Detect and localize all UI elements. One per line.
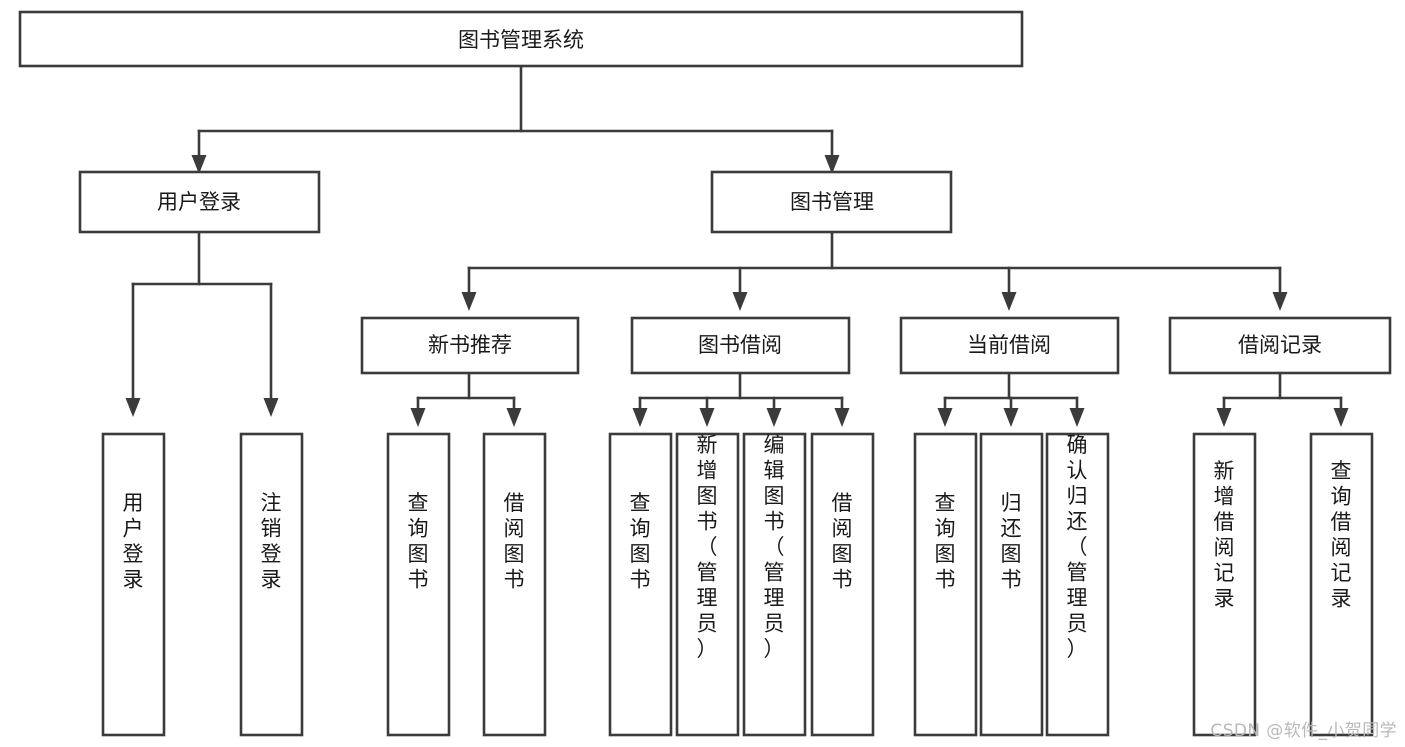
connector-borrowrecord-to-leaves [1216, 371, 1349, 427]
leaf-bookborrow-add-label: 新增图书（管理员） [697, 433, 718, 661]
leaf-currentborrow-return[interactable]: 归还图书 [979, 432, 1044, 737]
connector-userlogin-to-leaves [125, 230, 279, 417]
leaf-borrowrecord-add-label: 新增借阅记录 [1214, 459, 1235, 611]
leaf-currentborrow-query-label: 查询图书 [935, 491, 956, 592]
leaf-currentborrow-confirm[interactable]: 确认归还（管理员） [1045, 432, 1110, 737]
connector-bookmgmt-to-level3 [461, 230, 1288, 311]
leaf-newbook-borrow[interactable]: 借阅图书 [482, 432, 547, 737]
leaf-newbook-borrow-label: 借阅图书 [504, 491, 525, 592]
leaf-bookborrow-borrow[interactable]: 借阅图书 [810, 432, 875, 737]
node-user-login[interactable]: 用户登录 [78, 170, 321, 234]
leaf-bookborrow-edit-label: 编辑图书（管理员） [764, 433, 785, 661]
leaf-bookborrow-edit[interactable]: 编辑图书（管理员） [742, 432, 807, 737]
leaf-bookborrow-query-label: 查询图书 [630, 491, 651, 592]
node-new-book-recommend[interactable]: 新书推荐 [360, 316, 580, 375]
leaf-currentborrow-return-label: 归还图书 [1001, 491, 1022, 592]
leaf-user-login-logout-label: 注销登录 [261, 491, 282, 592]
leaf-newbook-query[interactable]: 查询图书 [386, 432, 451, 737]
node-book-management[interactable]: 图书管理 [710, 170, 953, 234]
leaf-borrowrecord-add[interactable]: 新增借阅记录 [1192, 432, 1257, 737]
leaf-bookborrow-query[interactable]: 查询图书 [608, 432, 673, 737]
leaf-borrowrecord-query-label: 查询借阅记录 [1331, 459, 1352, 611]
node-user-login-label: 用户登录 [157, 190, 241, 214]
node-root-system[interactable]: 图书管理系统 [18, 10, 1024, 68]
node-new-book-recommend-label: 新书推荐 [428, 333, 512, 357]
leaf-user-login-login[interactable]: 用户登录 [101, 432, 166, 737]
node-root-label: 图书管理系统 [458, 28, 584, 52]
node-book-management-label: 图书管理 [790, 190, 874, 214]
leaf-bookborrow-borrow-label: 借阅图书 [832, 491, 853, 592]
leaf-user-login-login-label: 用户登录 [123, 491, 144, 592]
leaf-newbook-query-label: 查询图书 [408, 491, 429, 592]
node-book-borrow[interactable]: 图书借阅 [630, 316, 851, 375]
leaf-user-login-logout[interactable]: 注销登录 [239, 432, 304, 737]
leaf-borrowrecord-query[interactable]: 查询借阅记录 [1309, 432, 1374, 737]
connector-newbook-to-leaves [410, 371, 522, 427]
leaf-currentborrow-confirm-label: 确认归还（管理员） [1067, 433, 1088, 661]
connector-currentborrow-to-leaves [937, 371, 1085, 427]
node-current-borrow-label: 当前借阅 [967, 333, 1051, 357]
node-current-borrow[interactable]: 当前借阅 [899, 316, 1120, 375]
connector-bookborrow-to-leaves [632, 371, 850, 427]
leaf-currentborrow-query[interactable]: 查询图书 [913, 432, 978, 737]
leaf-bookborrow-add[interactable]: 新增图书（管理员） [675, 432, 740, 737]
connector-root-to-level2 [191, 64, 840, 174]
node-book-borrow-label: 图书借阅 [698, 333, 782, 357]
node-borrow-record[interactable]: 借阅记录 [1168, 316, 1392, 375]
node-borrow-record-label: 借阅记录 [1238, 333, 1322, 357]
